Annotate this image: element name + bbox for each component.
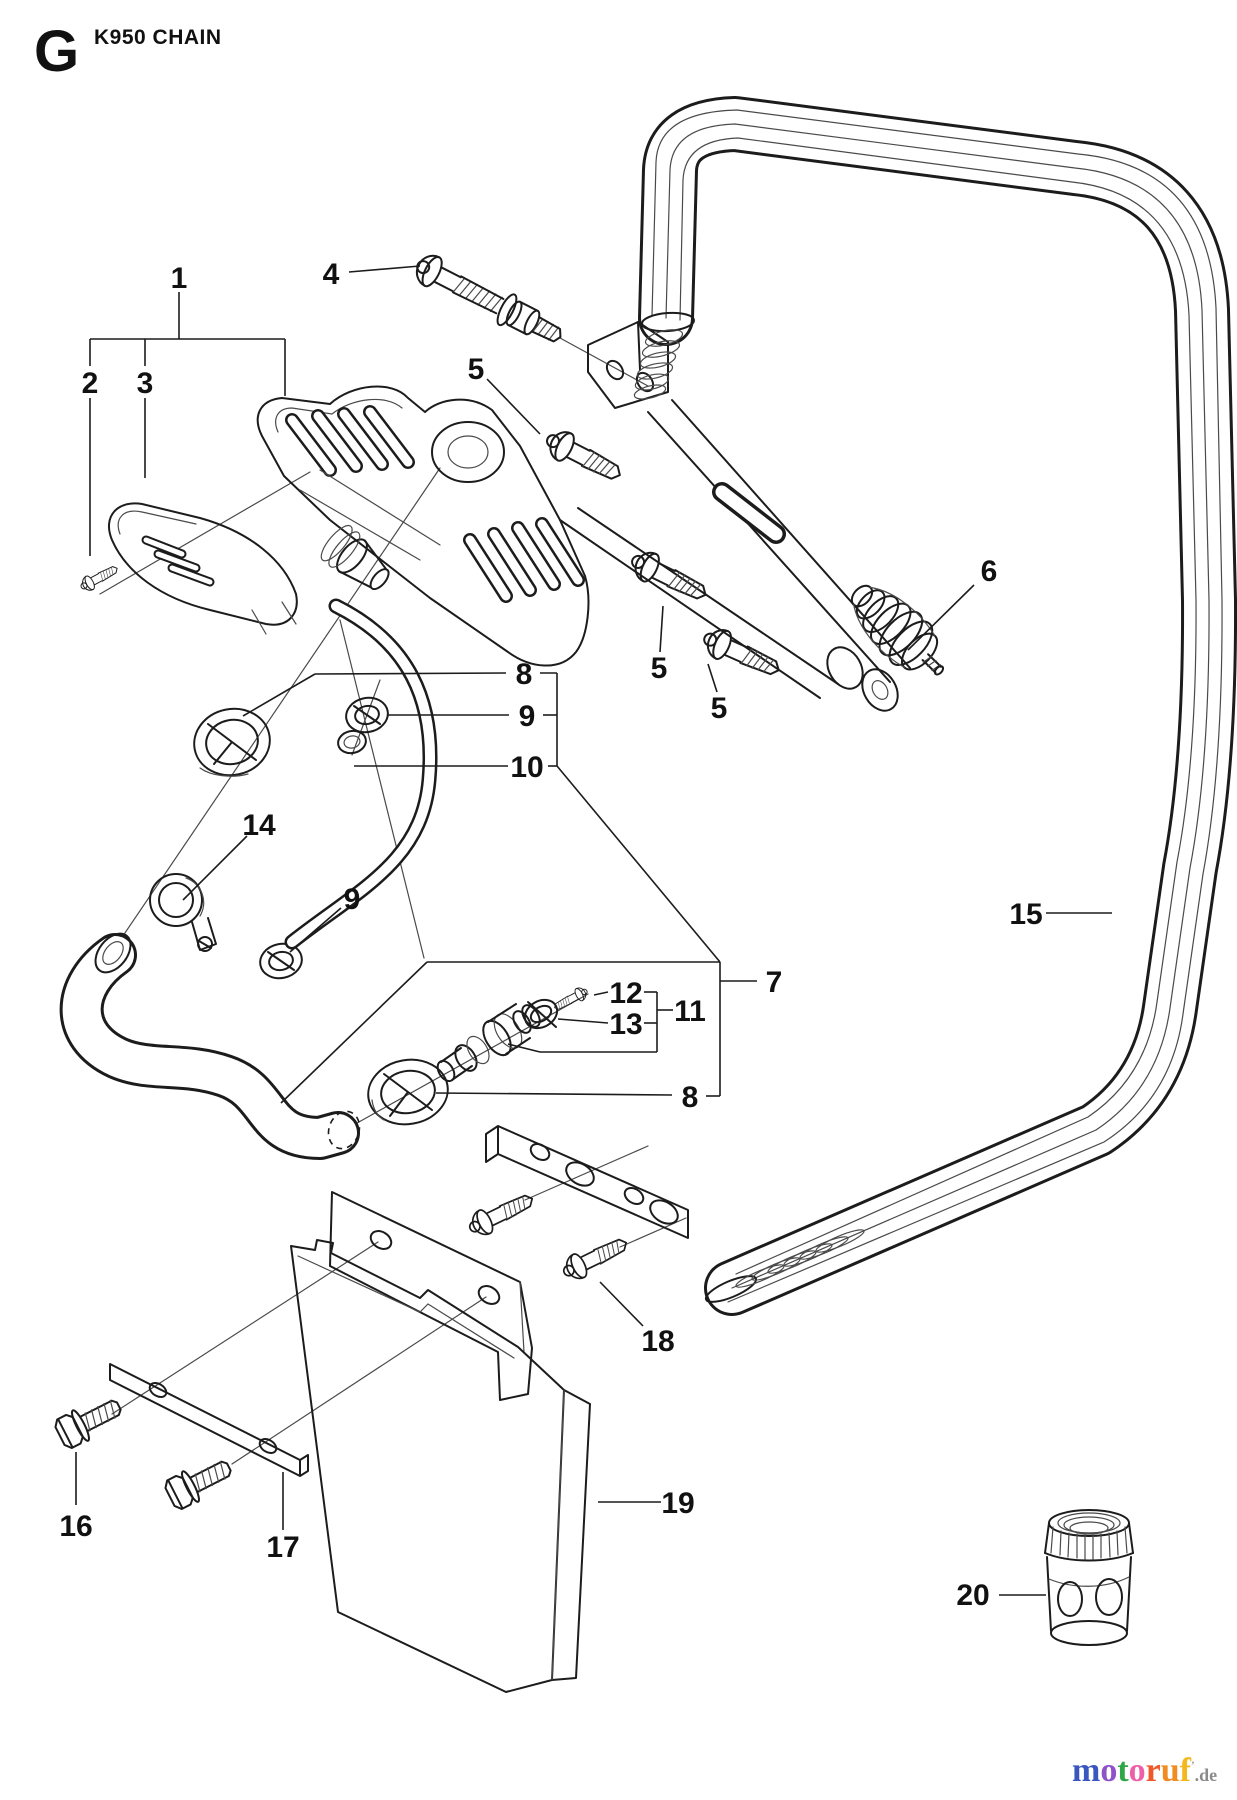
spacer-bar (485, 1125, 689, 1239)
clamp-bar-17 (109, 1363, 309, 1477)
cover-side (107, 502, 298, 635)
screw-18a (463, 1186, 539, 1242)
part-number-label: 20 (956, 1579, 989, 1612)
part-number-label: 18 (641, 1325, 674, 1358)
o-ring-13 (523, 998, 559, 1030)
hose-clamp (149, 873, 217, 952)
part-number-label: 16 (59, 1510, 92, 1543)
leader-line (507, 1043, 541, 1053)
leader-line (599, 1281, 644, 1327)
watermark-logo: motoruf’.de (1072, 1752, 1217, 1790)
page-title: K950 CHAIN (94, 26, 222, 49)
grommet-8-lower (367, 1058, 449, 1126)
part-number-label: 5 (651, 652, 668, 685)
part-number-label: 12 (609, 977, 642, 1010)
section-letter: G (34, 19, 80, 84)
part-number-label: 19 (661, 1487, 694, 1520)
part-number-label: 3 (137, 367, 154, 400)
part-number-label: 14 (242, 809, 276, 842)
part-number-label: 5 (711, 692, 728, 725)
vibration-damper (850, 584, 945, 676)
leader-line (907, 584, 975, 651)
leader-line (182, 835, 248, 901)
part-number-label: 9 (344, 883, 361, 916)
grommet-8-upper (193, 707, 271, 777)
grommet-9-lower (259, 942, 303, 980)
handle-mount-block (587, 321, 669, 409)
logo-letter: u (1160, 1752, 1180, 1789)
part-number-label: 5 (468, 353, 485, 386)
part-number-label: 1 (171, 262, 188, 295)
logo-letter: o (1100, 1752, 1118, 1789)
leader-line (242, 673, 316, 717)
water-coupler (1044, 1509, 1134, 1646)
leader-line (289, 907, 342, 953)
hose-end-ring (337, 729, 367, 755)
logo-letter: t (1117, 1752, 1129, 1789)
bolt-16b (161, 1450, 238, 1514)
leader-line (435, 1092, 673, 1096)
handle-loop (559, 96, 1237, 1316)
tank-valve (436, 1003, 541, 1083)
part-number-label: 10 (510, 751, 543, 784)
part-number-label: 13 (609, 1008, 642, 1041)
grommet-9-upper (345, 696, 389, 734)
logo-letter: m (1072, 1752, 1101, 1789)
part-number-label: 9 (519, 700, 536, 733)
leader-line (280, 961, 428, 1104)
leader-line (557, 1018, 609, 1024)
logo-letter: o (1128, 1752, 1146, 1789)
part-number-label: 4 (323, 258, 340, 291)
part-number-label: 8 (682, 1081, 699, 1114)
leader-line (593, 991, 609, 996)
part-number-label: 2 (82, 367, 99, 400)
guard-plate (290, 1239, 591, 1693)
leader-line (707, 663, 718, 693)
part-number-label: 6 (981, 555, 998, 588)
assembly-alignment-lines (99, 337, 687, 1465)
leader-line (314, 672, 507, 675)
leader-line (556, 765, 721, 963)
part-number-label: 7 (766, 966, 783, 999)
screw-2 (77, 561, 122, 595)
leader-line (486, 378, 541, 435)
trademark-mark: ’ (1191, 1759, 1195, 1772)
logo-letter: r (1145, 1752, 1161, 1789)
part-number-label: 15 (1009, 898, 1042, 931)
fuel-hose (284, 598, 438, 950)
part-number-label: 8 (516, 658, 533, 691)
handle-struts (559, 399, 911, 712)
leader-line (659, 605, 664, 653)
handle-leg-bellows (633, 329, 684, 400)
screw-5b (625, 544, 714, 610)
leader-line (348, 265, 421, 273)
screw-4-assembly (415, 254, 562, 343)
handle-grip-ribs (735, 1229, 865, 1288)
part-number-label: 17 (266, 1531, 299, 1564)
part-number-label: 11 (674, 995, 706, 1028)
screw-5a (539, 423, 628, 490)
tank-tube (59, 932, 361, 1160)
bolt-16a (51, 1389, 128, 1453)
logo-letter: f (1179, 1752, 1191, 1789)
logo-domain-suffix: .de (1194, 1765, 1218, 1785)
screw-18b (557, 1230, 633, 1286)
mount-bracket (329, 1191, 533, 1401)
cover-main (256, 385, 590, 667)
